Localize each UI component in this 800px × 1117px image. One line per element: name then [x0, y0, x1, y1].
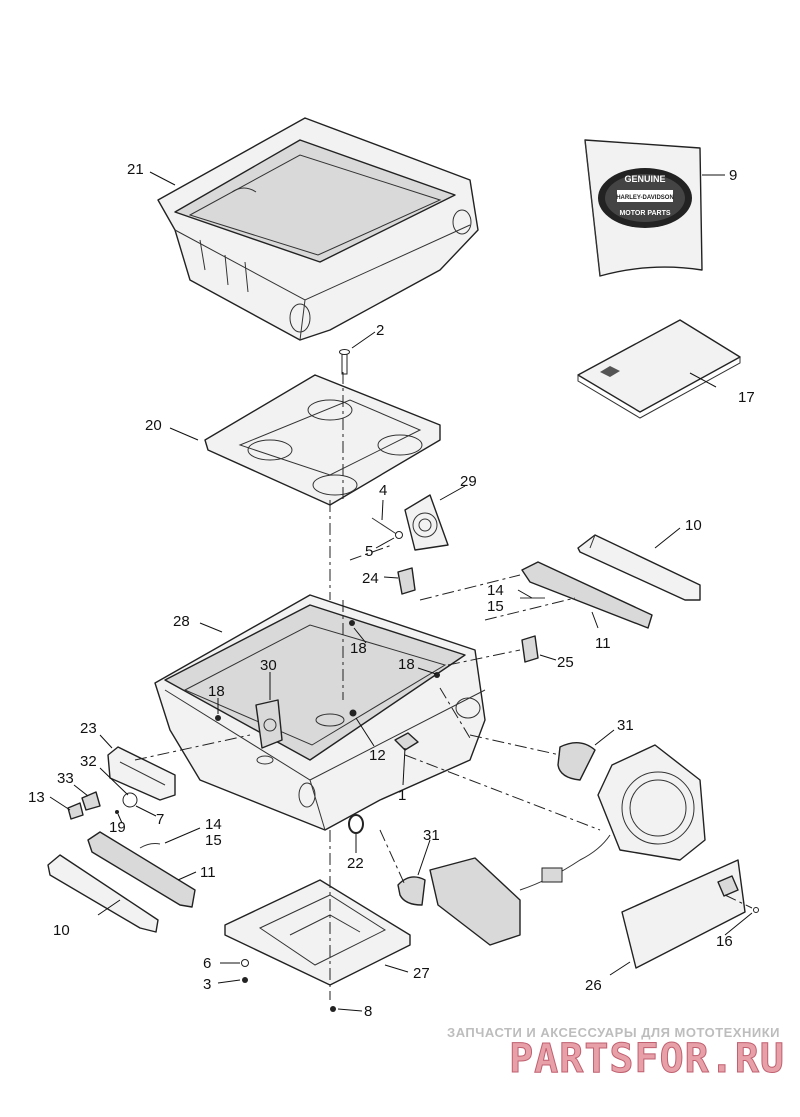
callout-33: 33 — [57, 770, 74, 787]
callout-29: 29 — [460, 473, 477, 490]
base-plate-part — [224, 879, 411, 986]
callout-22: 22 — [347, 855, 364, 872]
genuine-parts-bag: GENUINE HARLEY-DAVIDSON MOTOR PARTS — [584, 139, 703, 277]
logo-motor-parts-text: MOTOR PARTS — [619, 210, 670, 217]
callout-28: 28 — [173, 613, 190, 630]
callout-30: 30 — [260, 657, 277, 674]
callout-11a: 11 — [595, 635, 611, 652]
mounting-plate-part — [204, 374, 441, 506]
callout-27: 27 — [413, 965, 430, 982]
liner-tray-part — [157, 117, 479, 341]
bolt-and-washer — [371, 517, 403, 539]
callout-18c: 18 — [208, 683, 225, 700]
callout-7: 7 — [156, 811, 164, 828]
trim-strip-bottom — [47, 854, 159, 933]
callout-18b: 18 — [398, 656, 415, 673]
speaker-grommet-bottom — [397, 876, 426, 906]
callout-31a: 31 — [617, 717, 634, 734]
leader-lines — [49, 171, 753, 1012]
callout-11b: 11 — [200, 864, 216, 881]
callout-19: 19 — [109, 819, 126, 836]
callout-31b: 31 — [423, 827, 440, 844]
clip-part-25 — [521, 635, 539, 663]
callout-4: 4 — [379, 482, 387, 499]
callout-5: 5 — [365, 543, 373, 560]
callout-17: 17 — [738, 389, 755, 406]
speaker-bracket-part — [404, 494, 449, 551]
fastener-group — [215, 620, 440, 834]
callout-6: 6 — [203, 955, 211, 972]
watermark-caption: ЗАПЧАСТИ И АКСЕССУАРЫ ДЛЯ МОТОТЕХНИКИ — [447, 1025, 780, 1040]
callout-26: 26 — [585, 977, 602, 994]
tail-panel-part — [621, 859, 759, 969]
callout-10b: 10 — [53, 922, 70, 939]
tour-pak-case-part — [154, 594, 486, 831]
small-hardware-group — [67, 791, 138, 820]
callout-15a: 15 — [487, 598, 504, 615]
callout-labels: 21 9 2 17 20 4 29 5 10 24 14 15 28 11 18… — [28, 161, 755, 1020]
callout-9: 9 — [729, 167, 737, 184]
speaker-unit — [429, 834, 611, 946]
watermark-brand: PARTSFOR.RU — [509, 1036, 785, 1082]
callout-12: 12 — [369, 747, 386, 764]
led-light-strip-top — [520, 561, 653, 629]
callout-8: 8 — [364, 1003, 372, 1020]
callout-3: 3 — [203, 976, 211, 993]
license-light-housing — [107, 746, 176, 801]
instruction-booklet — [577, 319, 741, 419]
callout-14b: 14 — [205, 816, 222, 833]
clip-part-24 — [397, 567, 416, 595]
callout-18a: 18 — [350, 640, 367, 657]
trim-strip-top — [577, 534, 701, 601]
logo-brand-text: HARLEY-DAVIDSON — [616, 195, 674, 201]
logo-genuine-text: GENUINE — [624, 174, 665, 184]
screw-part-2 — [339, 349, 350, 375]
callout-25: 25 — [557, 654, 574, 671]
callout-23: 23 — [80, 720, 97, 737]
callout-32: 32 — [80, 753, 97, 770]
callout-1: 1 — [398, 787, 406, 804]
callout-10a: 10 — [685, 517, 702, 534]
callout-21: 21 — [127, 161, 144, 178]
callout-24: 24 — [362, 570, 379, 587]
callout-2: 2 — [376, 322, 384, 339]
base-hardware — [241, 959, 336, 1012]
speaker-enclosure — [597, 744, 706, 861]
led-light-strip-bottom — [87, 831, 196, 908]
callout-13: 13 — [28, 789, 45, 806]
assembly-lines — [134, 372, 753, 1000]
callout-15b: 15 — [205, 832, 222, 849]
speaker-grommet-top — [557, 742, 596, 781]
callout-16: 16 — [716, 933, 733, 950]
site-watermark: ЗАПЧАСТИ И АКСЕССУАРЫ ДЛЯ МОТОТЕХНИКИ PA… — [447, 1025, 785, 1083]
callout-20: 20 — [145, 417, 162, 434]
callout-14a: 14 — [487, 582, 504, 599]
